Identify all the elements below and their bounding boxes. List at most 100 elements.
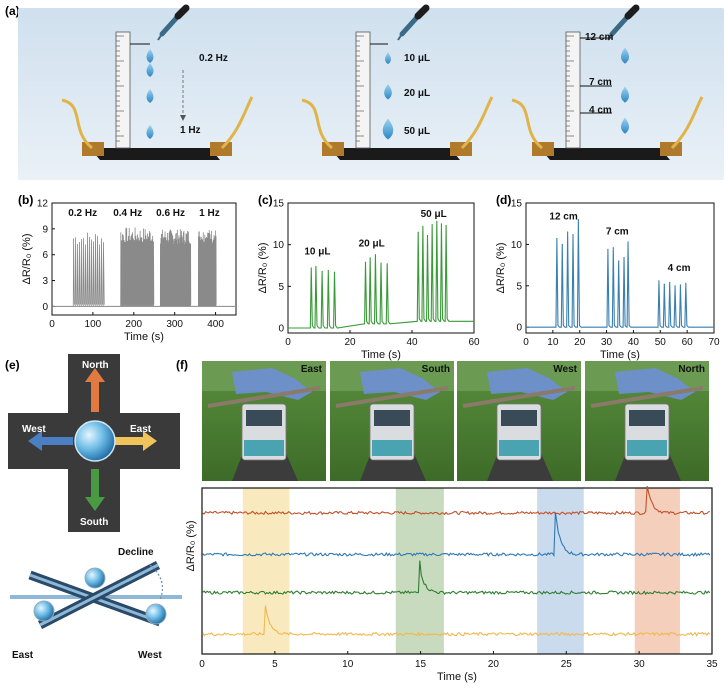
c-peak-point-5 [364,261,367,263]
d-peak-point-11 [663,283,665,285]
a-droplet [620,47,630,64]
annotation: 0.6 Hz [156,208,185,219]
x-tick-label: 20 [488,659,500,670]
e-arrow-north-head [85,368,105,382]
c-peak-point-12 [426,234,429,237]
x-tick-label: 0 [285,337,291,348]
x-tick-label: 30 [634,659,646,670]
a-wire-right [220,96,254,150]
y-axis-label: ΔR/R₀ (%) [495,242,507,293]
e-arrow-south [91,469,99,499]
f-photo-bus-front [499,440,539,456]
annotation: 0.2 Hz [68,208,97,219]
d-peak-point-8 [623,257,625,259]
d-series-line [526,219,714,328]
x-tick-label: 10 [547,337,559,348]
b-burst-0 [72,232,105,307]
f-photo-bus-front [244,440,284,456]
e-label-west: West [22,424,46,435]
c-peak-point-6 [369,257,371,259]
x-tick-label: 35 [706,659,718,670]
f-photo-bus-window [501,410,537,426]
d-peak-point-3 [572,233,574,236]
a-sensor-board [90,148,220,160]
a-electrode-left [322,142,344,156]
panel-c-letter: (c) [258,193,273,207]
c-series-line [288,221,474,329]
a-sensor-board [540,148,670,160]
a-droplet [146,49,154,63]
d-peak-point-1 [561,243,563,246]
a-droplet [146,89,154,103]
f-photo-bus-front [372,440,412,456]
annotation: 1 Hz [199,208,220,219]
f-highlight-band-0 [242,488,290,654]
d-peak-point-9 [627,241,629,243]
y-tick-label: 0 [42,302,48,313]
a-electrode-right [450,142,472,156]
f-series-f_east [202,605,711,637]
y-tick-label: 10 [273,240,285,251]
e-label-north: North [82,360,109,371]
f-photo-label: West [553,364,577,375]
x-tick-label: 50 [655,337,667,348]
y-axis-label: ΔR/R₀ (%) [21,233,33,284]
d-peak-point-4 [577,218,579,221]
a-wire-right [460,96,494,150]
e-arrow-east [115,437,145,445]
b-burst-1 [120,227,155,307]
e-arrow-east-head [143,431,157,451]
a-electrode-left [82,142,104,156]
c-peak-point-16 [445,224,447,227]
annotation: 4 cm [668,263,691,274]
x-tick-label: 0 [199,659,205,670]
a-electrode-left [532,142,554,156]
f-photo-south: South [330,361,454,481]
c-peak-point-14 [436,220,438,222]
c-peak-point-1 [315,265,317,267]
a-wire-left [61,98,93,150]
x-tick-label: 70 [708,337,720,348]
y-tick-label: 15 [273,199,285,210]
x-axis-label: Time (s) [437,671,477,683]
a-droplet [620,117,630,134]
f-photo-label: South [422,364,450,375]
x-tick-label: 100 [85,319,102,330]
x-tick-label: 200 [125,319,142,330]
d-peak-point-10 [658,280,660,282]
annotation: 20 μL [359,238,385,249]
e-ball [74,420,116,462]
a-droplet [146,125,154,139]
a-droplet [384,84,392,100]
y-axis-label: ΔR/R₀ (%) [185,520,197,571]
panel-f-letter: (f) [176,358,188,372]
a-dropper-tip [157,33,163,41]
x-tick-label: 40 [406,337,418,348]
f-photo-east: East [202,361,326,481]
c-peak-point-9 [386,263,388,265]
y-tick-label: 12 [37,199,49,210]
a-wire-right [670,96,704,150]
f-photo-north: North [585,361,709,481]
x-tick-label: 0 [523,337,529,348]
annotation: 50 μL [421,209,447,220]
d-peak-point-6 [612,247,614,249]
annotation: 12 cm [549,212,577,223]
c-peak-point-13 [431,224,433,226]
x-tick-label: 300 [166,319,183,330]
a-droplet [620,86,630,103]
e-label-west-bottom: West [138,650,162,661]
axes-frame [201,487,713,655]
x-tick-label: 25 [561,659,573,670]
f-series-f_north [202,485,710,516]
x-tick-label: 60 [682,337,694,348]
axes-frame [287,202,475,334]
y-tick-label: 10 [511,240,523,251]
d-peak-point-14 [679,284,682,286]
d-peak-point-0 [556,238,558,240]
y-tick-label: 0 [516,323,522,334]
c-peak-point-10 [417,231,419,233]
